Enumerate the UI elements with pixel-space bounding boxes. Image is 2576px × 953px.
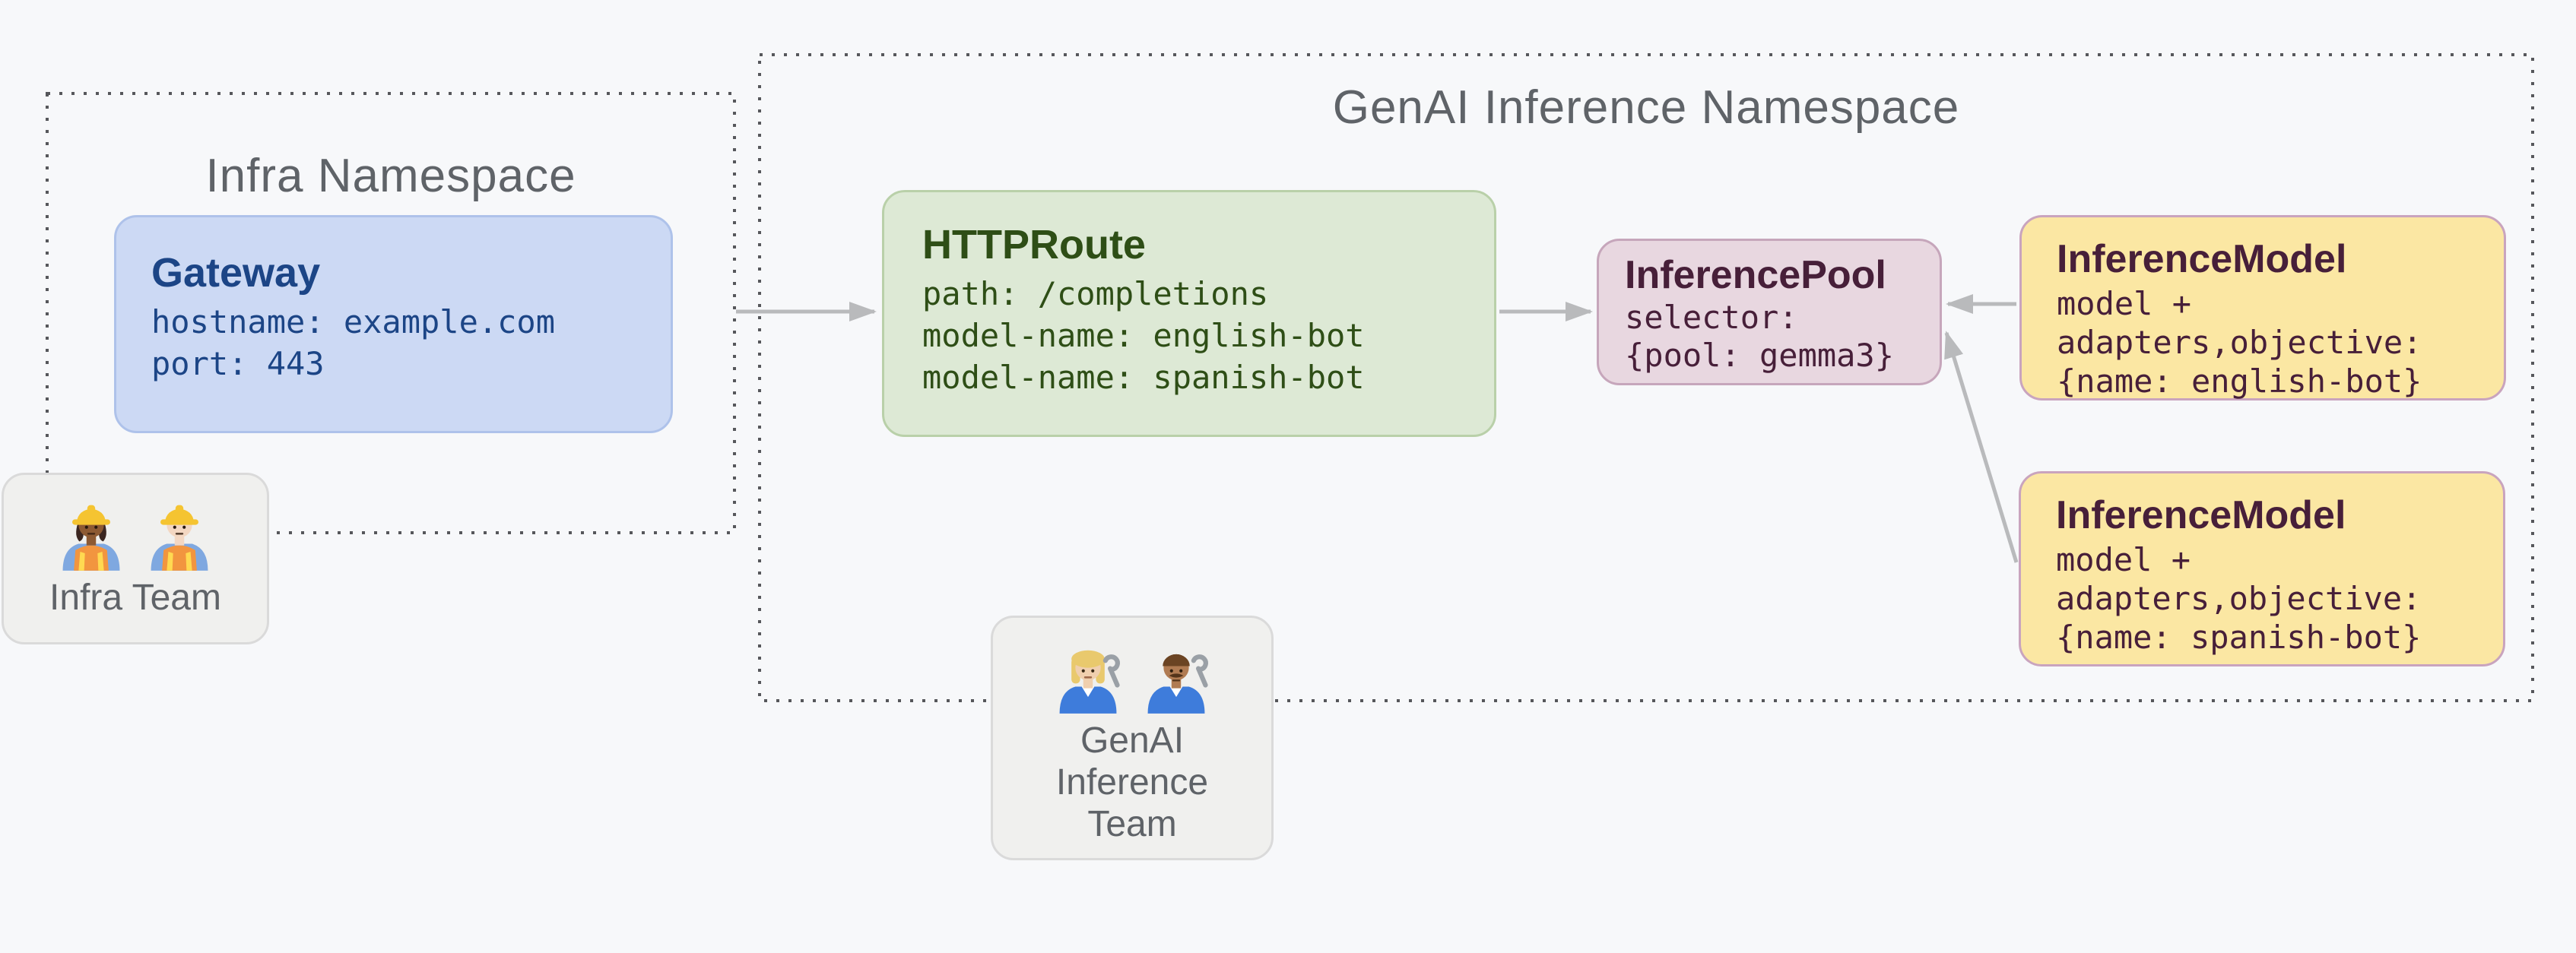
httproute-model-spanish-line: model-name: spanish-bot [922,359,1365,396]
genai-inference-team-card: GenAI Inference Team [991,616,1274,860]
httproute-model-english-line: model-name: english-bot [922,317,1365,354]
inferencemodel-english-name-line: {name: english-bot} [2057,363,2422,400]
woman-mechanic-icon [1059,650,1120,714]
gateway-node: Gateway hostname: example.com port: 443 [114,215,673,433]
inferencepool-node: InferencePool selector: {pool: gemma3} [1597,239,1942,385]
inferencemodel-english-model-line: model + [2057,285,2192,322]
inferencepool-pool-line: {pool: gemma3} [1625,337,1895,374]
infra-team-card: Infra Team [2,473,269,644]
inferencemodel-english-adapters-line: adapters,objective: [2057,324,2422,361]
httproute-path-line: path: /completions [922,275,1269,312]
inferencepool-selector-line: selector: [1625,299,1798,336]
inferencemodel-spanish-title: InferenceModel [2056,493,2346,537]
man-mechanic-icon [1147,654,1208,714]
infra-team-members [52,493,219,572]
arrow-inferencemodel-spanish-to-inferencepool [1944,331,2019,563]
infra-team-label: Infra Team [49,578,221,618]
genai-namespace-title: GenAI Inference Namespace [1332,81,1960,134]
gateway-hostname-line: hostname: example.com [151,303,556,340]
infra-namespace-title: Infra Namespace [205,150,576,202]
inferencemodel-spanish-node: InferenceModel model + adapters,objectiv… [2019,471,2505,666]
inferencemodel-spanish-name-line: {name: spanish-bot} [2056,619,2422,656]
httproute-title: HTTPRoute [922,222,1146,268]
gateway-port-line: port: 443 [151,345,325,382]
inferencemodel-spanish-model-line: model + [2056,541,2191,578]
genai-namespace-border [758,53,2534,702]
genai-inference-team-label: GenAI Inference Team [1055,720,1209,844]
woman-construction-worker-icon [62,505,120,571]
inferencepool-title: InferencePool [1625,253,1886,297]
man-construction-worker-icon [151,505,208,571]
gateway-title: Gateway [151,250,321,296]
httproute-node: HTTPRoute path: /completions model-name:… [882,190,1496,437]
infra-namespace-border [46,92,736,534]
inferencemodel-english-node: InferenceModel model + adapters,objectiv… [2019,215,2506,401]
inferencemodel-english-title: InferenceModel [2057,237,2347,281]
inferencemodel-spanish-adapters-line: adapters,objective: [2056,580,2422,617]
genai-team-members [1048,636,1216,715]
